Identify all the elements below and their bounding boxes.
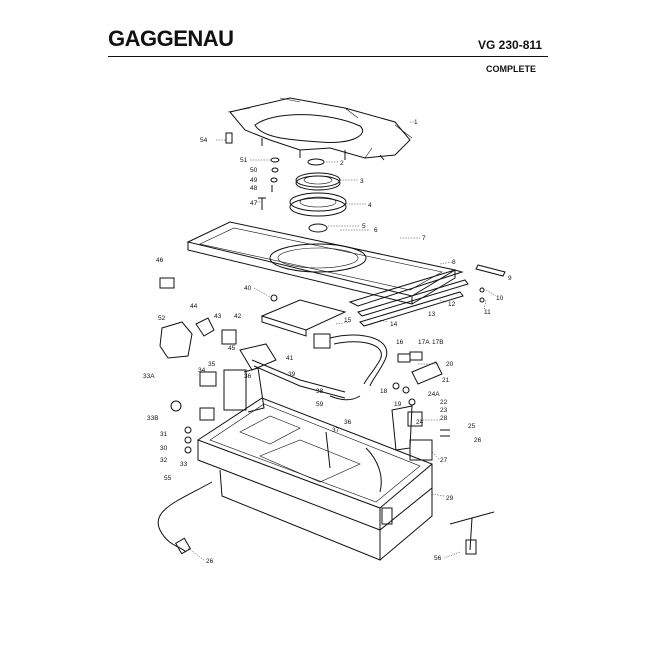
callout-41: 41 — [286, 355, 294, 362]
diagram-subtitle: COMPLETE — [486, 64, 537, 74]
callout-12: 12 — [448, 301, 456, 308]
callout-35: 35 — [208, 361, 216, 368]
callout-55: 55 — [164, 475, 172, 482]
trim-rails — [348, 264, 506, 327]
cooktop-plate — [186, 221, 457, 305]
base-housing — [196, 397, 433, 561]
callout-26-right: 26 — [474, 437, 482, 444]
callout-54: 54 — [200, 137, 208, 144]
callout-29: 29 — [446, 495, 454, 502]
callout-8: 8 — [452, 259, 456, 266]
callout-30: 30 — [160, 445, 168, 452]
control-rods — [251, 359, 361, 401]
model-number: VG 230-811 — [478, 38, 543, 52]
mounting-bracket — [260, 294, 347, 337]
callout-42: 42 — [234, 313, 242, 320]
callout-24A: 24A — [428, 391, 440, 398]
callout-6: 6 — [374, 227, 378, 234]
callout-17B: 17B — [432, 339, 444, 346]
callout-49: 49 — [250, 177, 258, 184]
callout-32: 32 — [160, 457, 168, 464]
callout-37: 37 — [332, 427, 340, 434]
callout-59: 59 — [316, 401, 324, 408]
callout-33: 33 — [180, 461, 188, 468]
callout-36-left: 36 — [244, 373, 252, 380]
callout-16: 16 — [396, 339, 404, 346]
callout-48: 48 — [250, 185, 258, 192]
callout-19: 19 — [394, 401, 402, 408]
callout-43: 43 — [214, 313, 222, 320]
callout-25: 25 — [468, 423, 476, 430]
callout-labels: 1 2 3 4 5 6 7 8 9 10 11 12 13 14 15 16 1… — [143, 119, 512, 565]
callout-27: 27 — [440, 457, 448, 464]
callout-50: 50 — [250, 167, 258, 174]
callout-18: 18 — [380, 388, 388, 395]
callout-13: 13 — [428, 311, 436, 318]
callout-24: 24 — [416, 419, 424, 426]
callout-11: 11 — [484, 309, 491, 316]
callout-10: 10 — [496, 295, 504, 302]
callout-40: 40 — [244, 285, 252, 292]
callout-23: 23 — [440, 407, 448, 414]
leader-lines — [187, 121, 497, 561]
callout-7: 7 — [422, 235, 426, 242]
callout-1: 1 — [414, 119, 418, 126]
burner-cap-stack — [289, 158, 347, 233]
callout-28: 28 — [440, 415, 448, 422]
small-fasteners — [225, 132, 280, 210]
callout-5: 5 — [362, 223, 366, 230]
callout-4: 4 — [368, 202, 372, 209]
control-components — [159, 277, 277, 454]
callout-56: 56 — [434, 555, 442, 562]
callout-36-right: 36 — [344, 419, 352, 426]
callout-38: 38 — [316, 388, 324, 395]
callout-26-cord: 26 — [206, 558, 214, 565]
callout-21: 21 — [442, 377, 450, 384]
callout-52: 52 — [158, 315, 166, 322]
gas-supply-tube — [313, 333, 388, 387]
power-cord — [157, 481, 213, 555]
callout-34: 34 — [198, 367, 206, 374]
header-rule — [108, 56, 548, 57]
callout-17A: 17A — [418, 339, 430, 346]
callout-45: 45 — [228, 345, 236, 352]
callout-2: 2 — [340, 160, 344, 167]
callout-22: 22 — [440, 399, 448, 406]
service-tool — [449, 511, 495, 555]
callout-20: 20 — [446, 361, 454, 368]
callout-3: 3 — [360, 178, 364, 185]
callout-47: 47 — [250, 200, 258, 207]
callout-9: 9 — [508, 275, 512, 282]
callout-51: 51 — [240, 157, 248, 164]
burner-grate — [227, 97, 413, 161]
callout-15: 15 — [344, 317, 352, 324]
callout-33A: 33A — [143, 373, 155, 380]
callout-46: 46 — [156, 257, 164, 264]
callout-44: 44 — [190, 303, 198, 310]
callout-33B: 33B — [147, 415, 159, 422]
callout-14: 14 — [390, 321, 398, 328]
brand-logo: GAGGENAU — [108, 26, 234, 51]
ignition-components — [391, 351, 450, 461]
callout-39: 39 — [288, 371, 296, 378]
callout-31: 31 — [160, 431, 168, 438]
